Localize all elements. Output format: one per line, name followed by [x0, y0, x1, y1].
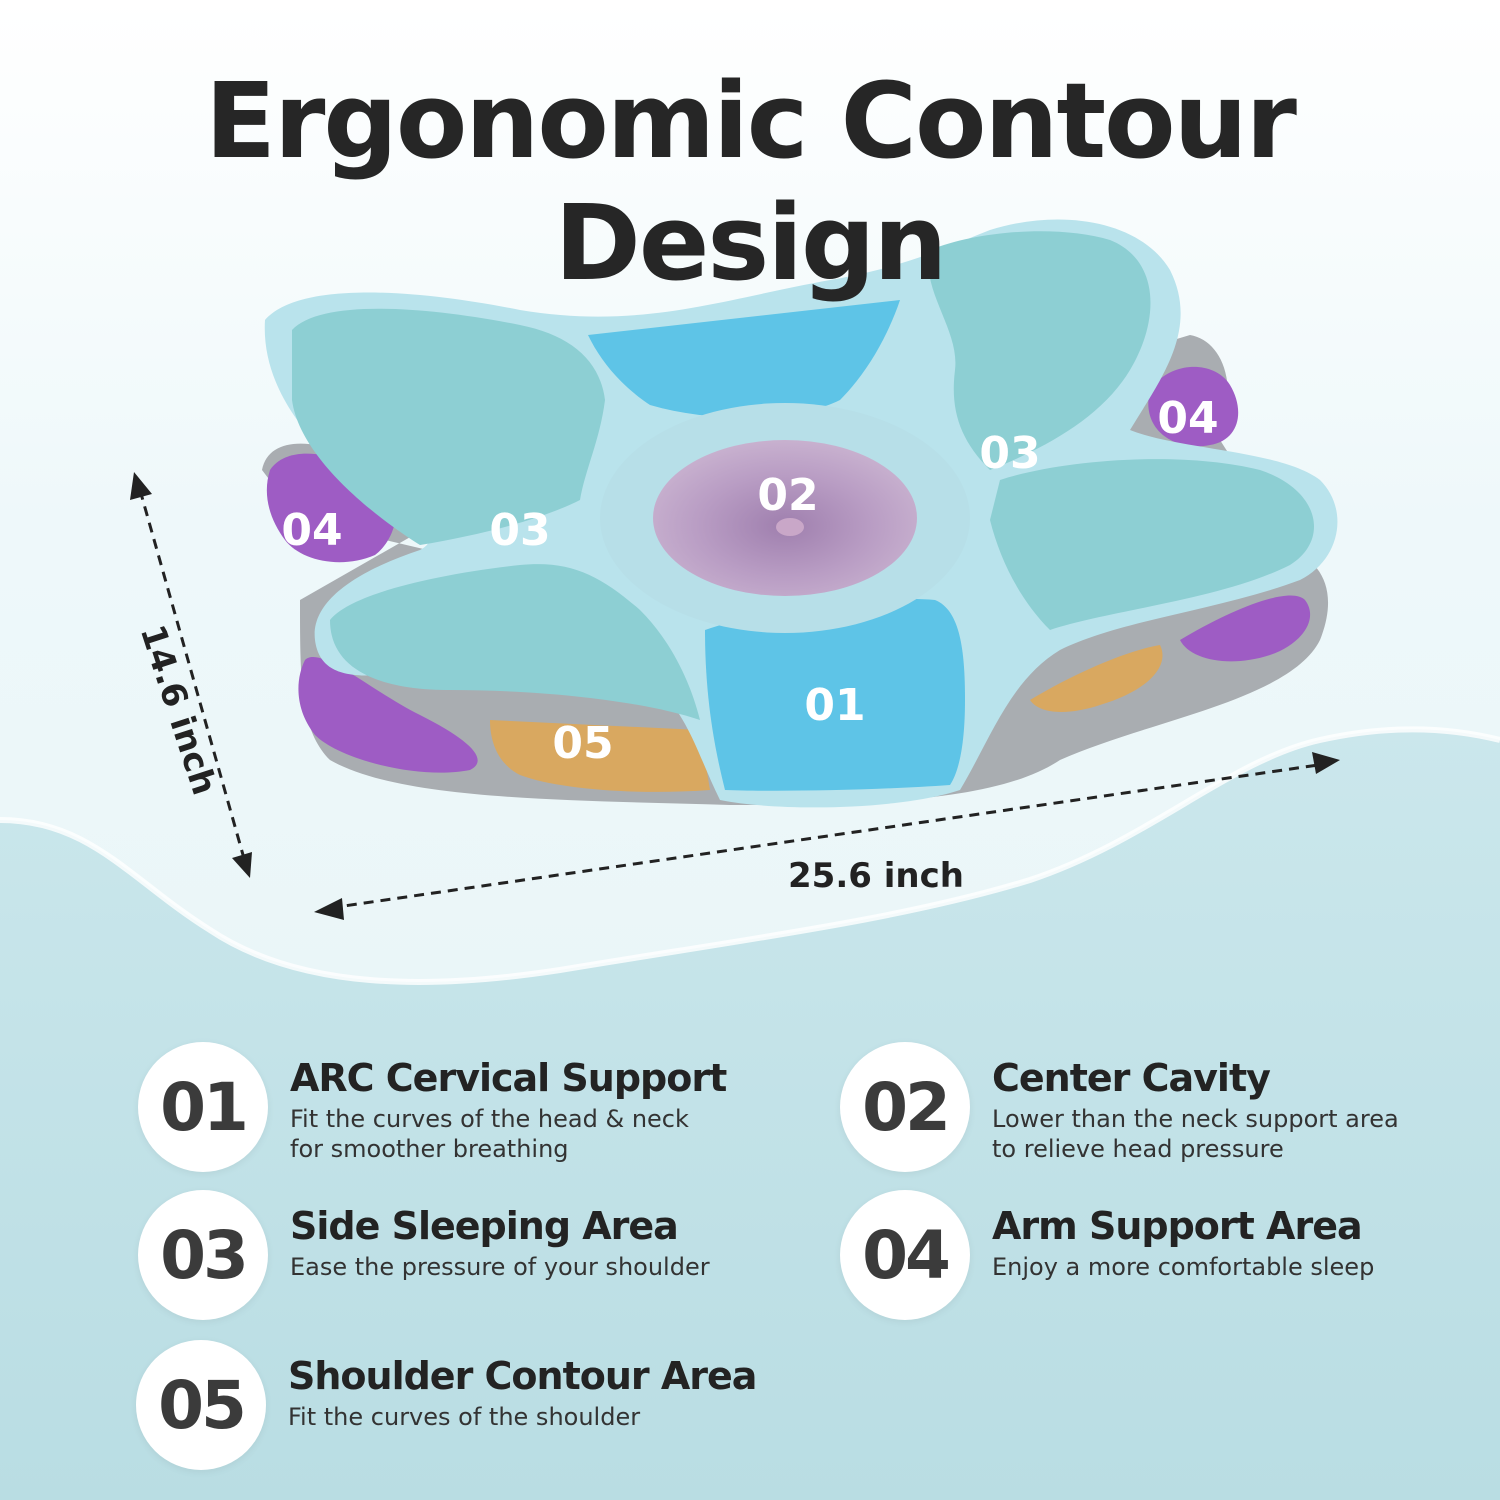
pillow-illustration [262, 219, 1338, 808]
width-dimension-label: 25.6 inch [788, 856, 964, 896]
width-arrow-head-right [1312, 752, 1340, 774]
feature-description: Ease the pressure of your shoulder [290, 1253, 710, 1281]
feature-description: Lower than the neck support area to reli… [992, 1105, 1399, 1163]
feature-number-badge: 03 [138, 1190, 268, 1320]
feature-arc-cervical-support: 01 ARC Cervical Support Fit the curves o… [138, 1042, 738, 1172]
zone-label-02: 02 [757, 470, 818, 521]
height-arrow-head-bottom [232, 852, 252, 878]
zone-label-01: 01 [804, 680, 865, 731]
feature-title: Arm Support Area [992, 1204, 1363, 1248]
feature-number-badge: 05 [136, 1340, 266, 1470]
zone-label-04-left: 04 [281, 505, 342, 556]
feature-center-cavity: 02 Center Cavity Lower than the neck sup… [840, 1042, 1460, 1172]
zone-label-03-right: 03 [979, 428, 1040, 479]
page-title: Ergonomic Contour Design [205, 60, 1297, 304]
feature-title: Shoulder Contour Area [288, 1354, 757, 1398]
zone-label-05: 05 [552, 718, 613, 769]
feature-number-badge: 04 [840, 1190, 970, 1320]
feature-title: Center Cavity [992, 1056, 1271, 1100]
height-arrow [138, 489, 247, 863]
zone-label-03-left: 03 [489, 505, 550, 556]
feature-title: Side Sleeping Area [290, 1204, 679, 1248]
width-arrow-head-left [314, 898, 344, 920]
feature-number-badge: 01 [138, 1042, 268, 1172]
height-arrow-head-top [130, 472, 152, 500]
width-arrow [329, 762, 1326, 910]
feature-shoulder-contour-area: 05 Shoulder Contour Area Fit the curves … [136, 1340, 796, 1470]
feature-description: Fit the curves of the head & neck for sm… [290, 1105, 689, 1163]
feature-number-badge: 02 [840, 1042, 970, 1172]
feature-title: ARC Cervical Support [290, 1056, 727, 1100]
zone-label-04-right: 04 [1157, 393, 1218, 444]
feature-arm-support-area: 04 Arm Support Area Enjoy a more comfort… [840, 1190, 1460, 1320]
feature-description: Fit the curves of the shoulder [288, 1403, 641, 1431]
feature-side-sleeping-area: 03 Side Sleeping Area Ease the pressure … [138, 1190, 738, 1320]
feature-description: Enjoy a more comfortable sleep [992, 1253, 1375, 1281]
